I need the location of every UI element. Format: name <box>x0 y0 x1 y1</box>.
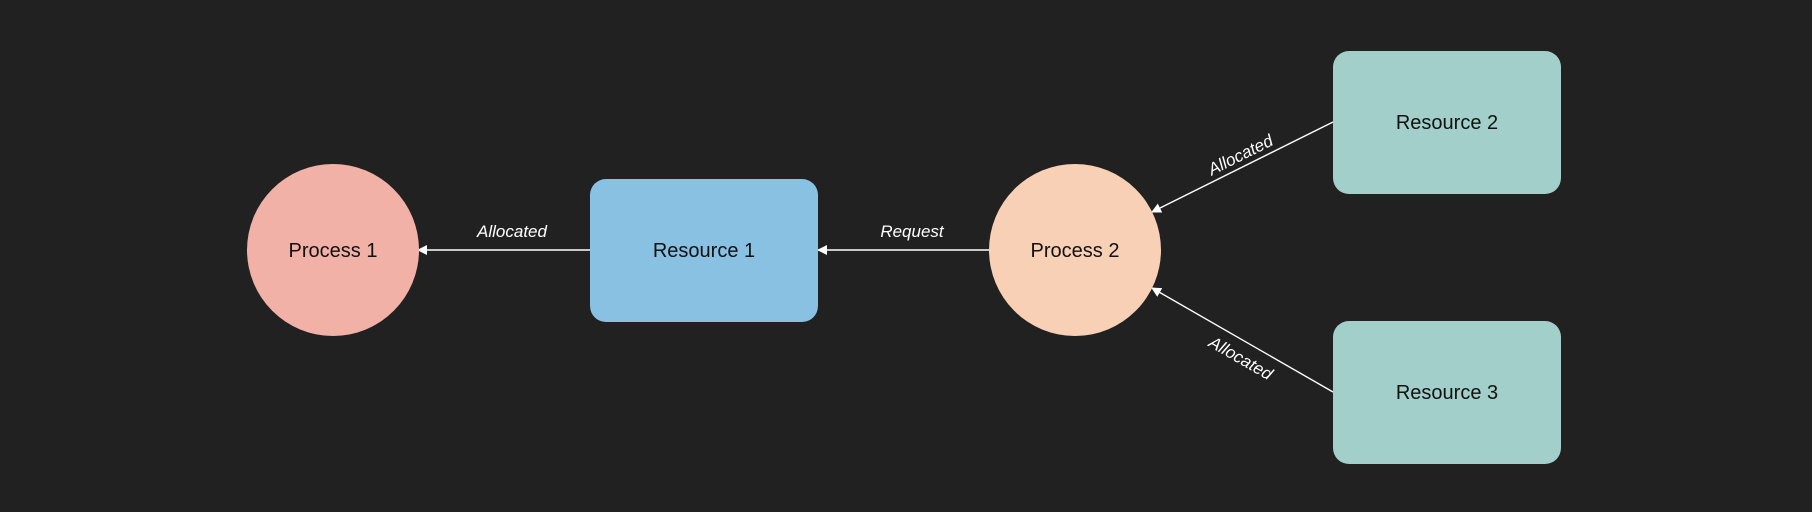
edge-resource-1-to-process-1: Allocated <box>417 222 590 255</box>
node-label: Resource 2 <box>1396 112 1498 134</box>
node-process-1: Process 1 <box>247 164 419 336</box>
edge-line <box>1151 287 1334 393</box>
node-process-2: Process 2 <box>989 164 1161 336</box>
node-label: Process 1 <box>289 240 378 262</box>
edge-label-request: Request <box>880 222 945 241</box>
node-resource-1: Resource 1 <box>590 179 818 322</box>
resource-3-box <box>1333 321 1561 464</box>
node-label: Resource 1 <box>653 240 755 262</box>
process-1-circle <box>247 164 419 336</box>
resource-2-box <box>1333 51 1561 194</box>
edge-label-allocated: Allocated <box>1205 332 1276 384</box>
process-2-circle <box>989 164 1161 336</box>
edge-resource-3-to-process-2: Allocated <box>1151 287 1334 393</box>
node-resource-3: Resource 3 <box>1333 321 1561 464</box>
node-resource-2: Resource 2 <box>1333 51 1561 194</box>
edge-line <box>1151 121 1334 213</box>
edge-label-allocated: Allocated <box>476 222 547 241</box>
edge-process-2-to-resource-1: Request <box>817 222 990 255</box>
edge-resource-2-to-process-2: Allocated <box>1151 121 1334 213</box>
node-label: Process 2 <box>1031 240 1120 262</box>
resource-1-box <box>590 179 818 322</box>
node-label: Resource 3 <box>1396 382 1498 404</box>
